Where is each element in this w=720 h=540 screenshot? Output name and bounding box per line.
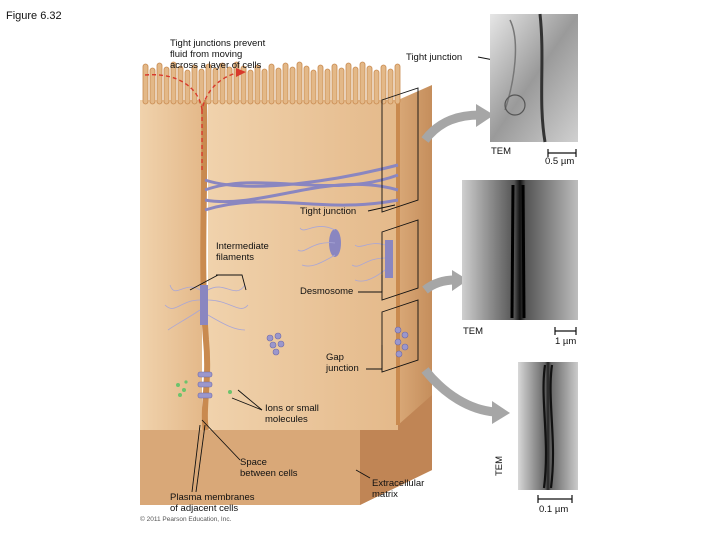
gap-junction-middle bbox=[266, 332, 285, 356]
label-gap-junction: Gap junction bbox=[326, 352, 359, 374]
microvillus bbox=[170, 61, 177, 105]
gap-junction-right bbox=[394, 326, 409, 358]
microvillus bbox=[275, 67, 282, 105]
microvillus bbox=[240, 65, 247, 105]
tight-junction-strands bbox=[204, 163, 399, 212]
microvillus bbox=[163, 66, 170, 105]
tem-micrograph-tight bbox=[490, 13, 578, 143]
label-plasma-membranes: Plasma membranes of adjacent cells bbox=[170, 492, 255, 514]
microvillus bbox=[198, 68, 205, 105]
left-cell bbox=[140, 100, 202, 430]
figure-title: Figure 6.32 bbox=[6, 10, 62, 22]
label-space-between-cells: Space between cells bbox=[240, 457, 298, 479]
ions bbox=[176, 380, 232, 397]
scale-label-2: 1 µm bbox=[555, 336, 577, 347]
microvilli bbox=[142, 61, 401, 105]
microvillus bbox=[345, 62, 352, 105]
copyright-notice: © 2011 Pearson Education, Inc. bbox=[140, 516, 232, 523]
tem-label-3: TEM bbox=[494, 455, 505, 476]
desmosome-left bbox=[164, 284, 249, 331]
microvillus bbox=[387, 68, 394, 105]
microvillus bbox=[156, 62, 163, 105]
zoom-box-tight bbox=[381, 87, 419, 213]
microvillus bbox=[247, 69, 254, 105]
microvillus bbox=[289, 66, 296, 105]
tem-micrograph-desmosome bbox=[462, 180, 578, 320]
microvillus bbox=[373, 69, 380, 105]
microvillus bbox=[317, 64, 324, 105]
label-extracellular-matrix: Extracellular matrix bbox=[372, 478, 425, 500]
microvillus bbox=[366, 65, 373, 105]
microvillus bbox=[177, 65, 184, 105]
scale-label-3: 0.1 µm bbox=[539, 504, 569, 515]
microvillus bbox=[380, 64, 387, 105]
gap-junction-left bbox=[197, 371, 213, 399]
tem-label-1: TEM bbox=[491, 146, 512, 157]
microvillus bbox=[359, 61, 366, 105]
label-tight-junctions-prevent: Tight junctions prevent fluid from movin… bbox=[170, 38, 266, 71]
tem-label-2: TEM bbox=[463, 326, 484, 337]
microvillus bbox=[254, 64, 261, 105]
microvillus bbox=[324, 68, 331, 105]
microvillus bbox=[205, 63, 212, 105]
magnify-arrow-2 bbox=[422, 270, 468, 294]
microvillus bbox=[282, 62, 289, 105]
microvillus bbox=[261, 68, 268, 105]
microvillus bbox=[303, 65, 310, 105]
microvillus bbox=[219, 62, 226, 105]
microvillus bbox=[338, 67, 345, 105]
microvillus bbox=[226, 66, 233, 105]
label-intermediate-filaments: Intermediate filaments bbox=[216, 241, 269, 263]
label-tight-junction-mid: Tight junction bbox=[300, 206, 357, 217]
fluid-blocked-arrow bbox=[144, 71, 241, 170]
magnify-arrow-1 bbox=[421, 104, 494, 143]
label-ions: Ions or small molecules bbox=[265, 403, 319, 425]
microvillus bbox=[184, 69, 191, 105]
microvillus bbox=[268, 63, 275, 105]
scale-label-1: 0.5 µm bbox=[545, 156, 575, 167]
tem-micrograph-gap bbox=[518, 362, 578, 490]
label-desmosome: Desmosome bbox=[300, 286, 354, 297]
microvillus bbox=[142, 63, 149, 105]
scale-bars bbox=[537, 149, 577, 503]
microvillus bbox=[296, 61, 303, 105]
label-tight-junction-top: Tight junction bbox=[406, 52, 463, 63]
cell-side-face bbox=[398, 85, 432, 425]
microvillus bbox=[310, 69, 317, 105]
microvillus bbox=[212, 67, 219, 105]
microvillus bbox=[352, 66, 359, 105]
microvillus bbox=[331, 63, 338, 105]
microvillus bbox=[394, 63, 401, 105]
desmosome-middle bbox=[297, 226, 341, 267]
microvillus bbox=[149, 67, 156, 105]
magnify-arrow-3 bbox=[421, 367, 510, 424]
